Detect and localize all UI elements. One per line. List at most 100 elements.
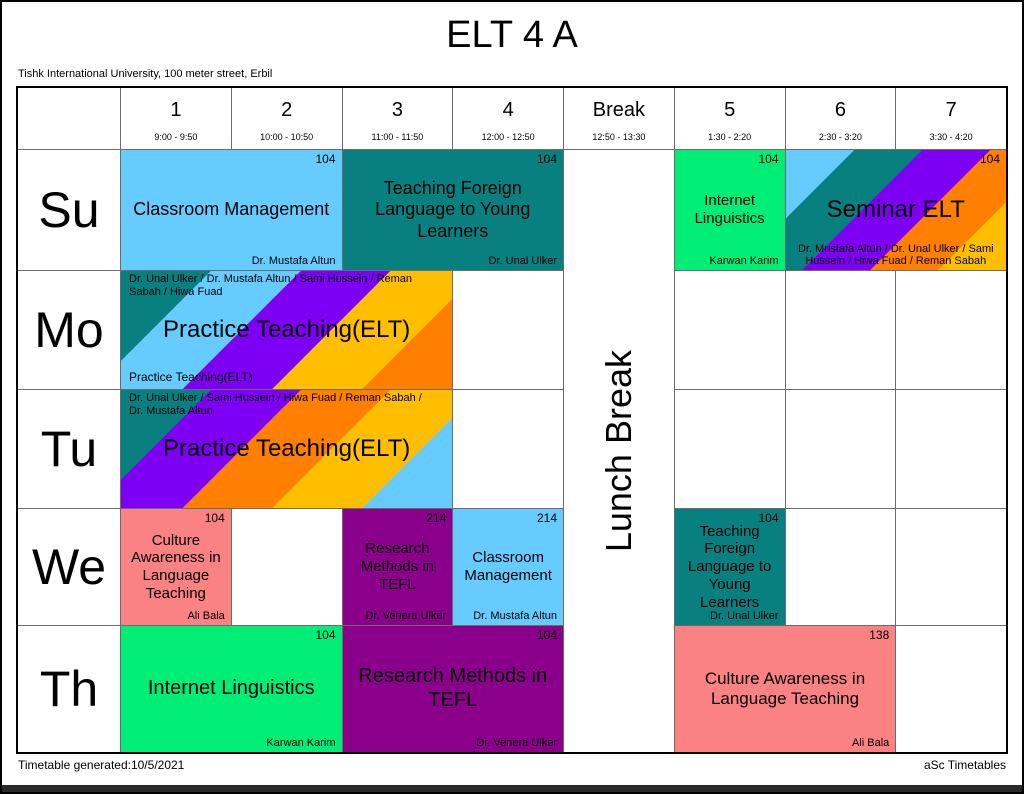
period-time: 12:50 - 13:30 [592,132,646,142]
empty-cell [785,271,896,389]
room-number: 104 [204,511,225,525]
lesson-we-culture-awareness: 104 Culture Awareness in Language Teachi… [121,509,231,625]
subject-label: Classroom Management [464,549,552,584]
teacher-label: Dr. Unal Ulker [488,255,557,267]
lesson-su-teaching-foreign-language: 104 Teaching Foreign Language to Young L… [342,150,563,270]
empty-cell [896,626,1006,752]
subject-label: Research Methods in TEFL [360,540,435,593]
period-time: 11:00 - 11:50 [371,132,424,142]
subject-label: Research Methods in TEFL [358,665,548,711]
room-number: 104 [536,628,557,642]
subject-label: Classroom Management [133,199,330,220]
empty-cell [231,509,342,625]
period-time: 9:00 - 9:50 [154,132,198,142]
period-header-5: 5 1:30 - 2:20 [674,88,785,149]
teacher-label: Dr. Mustafa Altun [473,610,557,622]
period-header-2: 2 10:00 - 10:50 [231,88,342,149]
room-number: 138 [869,628,890,642]
room-number: 104 [979,152,1000,166]
period-header-break: Break 12:50 - 13:30 [564,88,674,149]
period-header-7: 7 3:30 - 4:20 [896,88,1006,149]
subject-label: Culture Awareness in Language Teaching [130,531,221,602]
day-label-wednesday: We [18,509,120,625]
teacher-label: Dr. Mustafa Altun / Dr. Unal Ulker / Sam… [797,242,994,268]
empty-cell [896,509,1006,625]
bottom-frame-bar [2,785,1022,792]
page-subtitle: Tishk International University, 100 mete… [18,68,273,80]
lunch-break-cell: Lunch Break [564,150,674,752]
period-header-6: 6 2:30 - 3:20 [785,88,896,149]
lesson-we-classroom-management: 214 Classroom Management Dr. Mustafa Alt… [453,509,563,625]
corner-cell [18,88,120,149]
empty-cell [674,390,785,508]
timetable-grid: 1 9:00 - 9:50 2 10:00 - 10:50 3 11:00 - … [16,86,1008,754]
generated-date: Timetable generated:10/5/2021 [18,758,185,772]
lesson-we-research-methods: 214 Research Methods in TEFL Dr. Venera … [342,509,453,625]
day-label-sunday: Su [18,150,120,270]
subject-label: Practice Teaching(ELT) [163,315,411,343]
room-number: 104 [536,152,557,166]
lesson-tu-practice-teaching: Dr. Unal Ulker / Sami Hussein / Hiwa Fua… [121,390,453,508]
teacher-list: Dr. Unal Ulker / Dr. Mustafa Altun / Sam… [129,273,413,299]
lesson-th-internet-linguistics: 104 Internet Linguistics Karwan Karim [121,626,342,752]
lesson-th-culture-awareness: 138 Culture Awareness in Language Teachi… [674,626,896,752]
subject-label: Seminar ELT [826,195,965,223]
period-time: 10:00 - 10:50 [260,132,314,142]
lesson-subtitle: Practice Teaching(ELT) [129,370,253,384]
lesson-su-internet-linguistics: 104 Internet Linguistics Karwan Karim [674,150,785,270]
period-number: 1 [170,98,182,121]
empty-cell [453,271,563,389]
period-time: 2:30 - 3:20 [818,132,862,142]
empty-cell [896,390,1006,508]
subject-label: Teaching Foreign Language to Young Learn… [375,178,531,241]
period-number: 7 [945,98,957,121]
teacher-label: Karwan Karim [266,737,336,749]
room-number: 104 [758,511,779,525]
room-number: 104 [315,628,336,642]
subject-label: Internet Linguistics [147,677,315,700]
teacher-list: Dr. Unal Ulker / Sami Hussein / Hiwa Fua… [129,392,422,418]
empty-cell [453,390,563,508]
lesson-su-classroom-management: 104 Classroom Management Dr. Mustafa Alt… [121,150,342,270]
period-header-3: 3 11:00 - 11:50 [342,88,453,149]
period-header-4: 4 12:00 - 12:50 [453,88,563,149]
period-time: 12:00 - 12:50 [481,132,535,142]
empty-cell [896,271,1006,389]
room-number: 214 [536,511,557,525]
empty-cell [785,390,896,508]
period-number: 6 [834,98,846,121]
period-header-1: 1 9:00 - 9:50 [121,88,231,149]
room-number: 214 [426,511,447,525]
period-number: 4 [502,98,514,121]
lesson-su-seminar-elt: 104 Seminar ELT Dr. Mustafa Altun / Dr. … [785,150,1006,270]
period-number: 3 [391,98,403,121]
period-time: 3:30 - 4:20 [929,132,973,142]
lesson-th-research-methods: 104 Research Methods in TEFL Dr. Venera … [342,626,563,752]
lesson-mo-practice-teaching: Dr. Unal Ulker / Dr. Mustafa Altun / Sam… [121,271,453,389]
teacher-label: Dr. Unal Ulker [710,610,779,622]
room-number: 104 [315,152,336,166]
period-number: 5 [724,98,736,121]
page-title: ELT 4 A [446,14,578,56]
teacher-label: Ali Bala [851,737,890,749]
subject-label: Internet Linguistics [694,192,765,227]
day-label-tuesday: Tu [18,390,120,508]
lunch-break-label: Lunch Break [597,349,639,553]
teacher-label: Dr. Venera Ulker [365,610,447,622]
empty-cell [674,271,785,389]
period-number: 2 [281,98,293,121]
subject-label: Practice Teaching(ELT) [163,434,411,462]
day-label-monday: Mo [18,271,120,389]
subject-label: Teaching Foreign Language to Young Learn… [687,522,772,611]
period-time: 1:30 - 2:20 [708,132,752,142]
teacher-label: Karwan Karim [709,255,779,267]
subject-label: Culture Awareness in Language Teaching [704,668,866,708]
period-number: Break [592,98,645,121]
teacher-label: Ali Bala [187,610,225,622]
empty-cell [785,509,896,625]
lesson-we-teaching-foreign-language: 104 Teaching Foreign Language to Young L… [674,509,785,625]
day-label-thursday: Th [18,626,120,752]
teacher-label: Dr. Mustafa Altun [251,255,336,267]
asc-timetables-credit: aSc Timetables [923,758,1006,772]
